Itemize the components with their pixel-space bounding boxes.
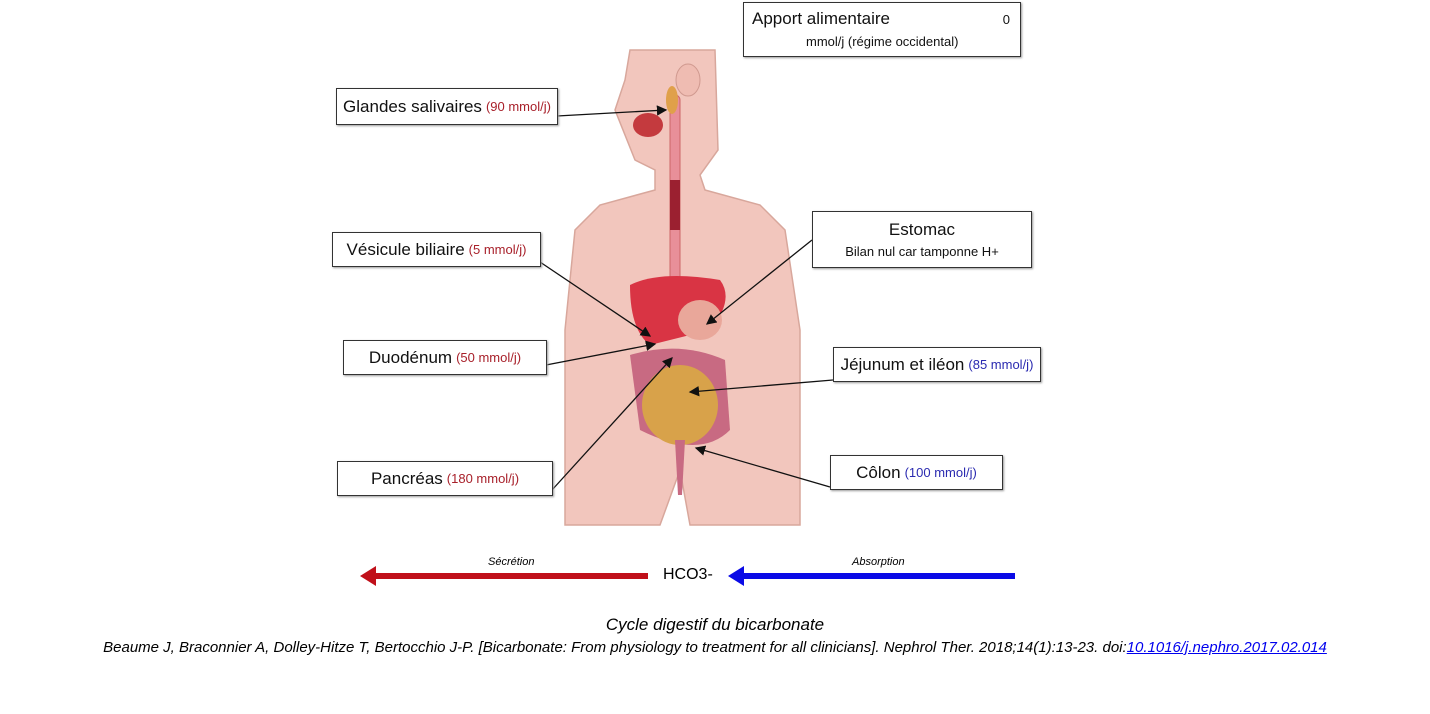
doi-link[interactable]: 10.1016/j.nephro.2017.02.014 (1126, 639, 1327, 656)
hco3-label: HCO3- (663, 566, 713, 583)
jejunum-label: Jéjunum et iléon(85 mmol/j) (833, 347, 1041, 382)
organ-value: (85 mmol/j) (968, 357, 1034, 372)
organ-name: Duodénum (368, 347, 453, 367)
organ-name: Vésicule biliaire (346, 239, 465, 259)
citation-text: Beaume J, Braconnier A, Dolley-Hitze T, … (103, 639, 1127, 656)
intake-unit: mmol/j (régime occidental) (806, 34, 959, 49)
citation: Beaume J, Braconnier A, Dolley-Hitze T, … (0, 639, 1430, 656)
intake-box: Apport alimentaire 0 mmol/j (régime occi… (743, 2, 1021, 57)
secretion-arrow (360, 566, 648, 586)
organ-name: Jéjunum et iléon (840, 354, 965, 374)
callout-lines (539, 105, 834, 491)
absorption-label: Absorption (852, 556, 905, 568)
salivary-label: Glandes salivaires(90 mmol/j) (336, 88, 558, 125)
organ-name: Glandes salivaires (343, 96, 482, 116)
organ-name: Estomac (888, 220, 956, 239)
colon-label: Côlon(100 mmol/j) (830, 455, 1003, 490)
organ-value: (180 mmol/j) (446, 471, 520, 486)
organ-name: Pancréas (370, 468, 443, 488)
intake-value: 0 (1002, 12, 1010, 27)
digestive-organs (630, 86, 730, 495)
organ-note: Bilan nul car tamponne H+ (845, 244, 999, 259)
duodenum-label: Duodénum(50 mmol/j) (343, 340, 547, 375)
organ-value: (100 mmol/j) (904, 465, 977, 480)
organ-value: (90 mmol/j) (485, 99, 551, 114)
intake-title: Apport alimentaire (752, 9, 890, 28)
pancreas-label: Pancréas(180 mmol/j) (337, 461, 553, 496)
secretion-label: Sécrétion (488, 556, 535, 568)
organ-name: Côlon (856, 462, 901, 482)
caption-title: Cycle digestif du bicarbonate (605, 615, 825, 634)
organ-value: (5 mmol/j) (468, 242, 527, 257)
gallbladder-label: Vésicule biliaire(5 mmol/j) (332, 232, 541, 267)
organ-value: (50 mmol/j) (456, 350, 522, 365)
absorption-arrow (728, 566, 1015, 586)
